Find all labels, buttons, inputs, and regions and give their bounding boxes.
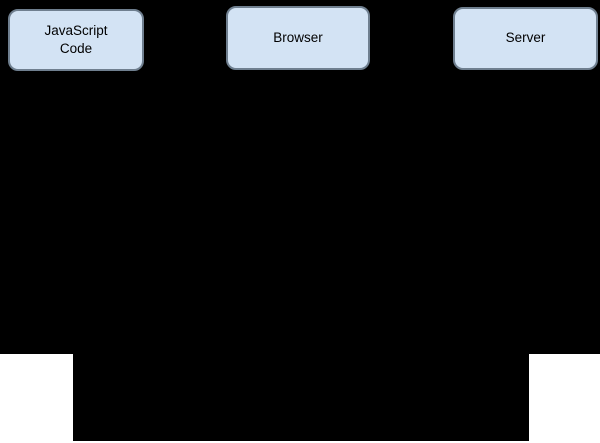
node-browser: Browser <box>226 6 370 70</box>
node-javascript-code: JavaScript Code <box>8 9 144 71</box>
node-browser-label: Browser <box>273 29 323 45</box>
node-server-label: Server <box>505 30 546 46</box>
node-javascript-code-label: JavaScript Code <box>44 22 108 56</box>
node-server: Server <box>453 7 598 70</box>
diagram-background-bottom-rect <box>73 354 529 441</box>
